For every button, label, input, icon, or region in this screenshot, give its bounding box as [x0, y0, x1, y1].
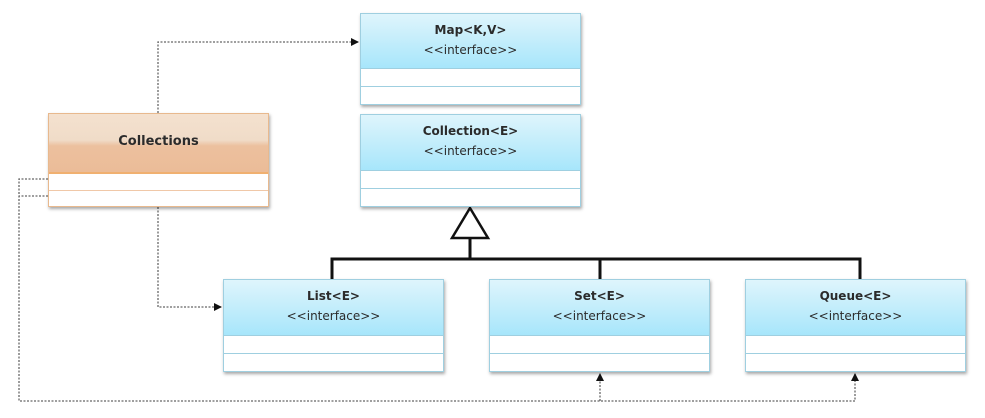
- class-list-attributes: [224, 336, 443, 354]
- class-list[interactable]: List<E> <<interface>>: [223, 279, 444, 372]
- class-queue[interactable]: Queue<E> <<interface>>: [745, 279, 966, 372]
- class-collection-attributes: [361, 171, 580, 189]
- class-map[interactable]: Map<K,V> <<interface>>: [360, 13, 581, 105]
- generalization-bus: [330, 238, 862, 279]
- class-collections[interactable]: Collections: [48, 113, 269, 207]
- class-collections-attributes: [49, 174, 268, 191]
- class-set-operations: [490, 354, 709, 371]
- class-list-name: List<E>: [307, 289, 360, 303]
- class-queue-attributes: [746, 336, 965, 354]
- class-collections-operations: [49, 191, 268, 207]
- dependency-collections-list: [157, 207, 222, 311]
- class-list-stereotype: <<interface>>: [286, 309, 381, 323]
- class-map-stereotype: <<interface>>: [423, 43, 518, 57]
- class-collection-operations: [361, 189, 580, 206]
- class-collection-name: Collection<E>: [422, 124, 519, 138]
- class-queue-name: Queue<E>: [819, 289, 892, 303]
- class-map-operations: [361, 87, 580, 104]
- class-set[interactable]: Set<E> <<interface>>: [489, 279, 710, 372]
- class-set-stereotype: <<interface>>: [552, 309, 647, 323]
- class-queue-stereotype: <<interface>>: [808, 309, 903, 323]
- class-set-name: Set<E>: [574, 289, 625, 303]
- generalization-arrowhead: [449, 205, 491, 240]
- class-collections-name: Collections: [118, 134, 199, 149]
- class-collection[interactable]: Collection<E> <<interface>>: [360, 114, 581, 207]
- class-set-attributes: [490, 336, 709, 354]
- class-map-attributes: [361, 69, 580, 87]
- class-list-operations: [224, 354, 443, 371]
- dependency-collections-map: [157, 38, 359, 113]
- class-collection-stereotype: <<interface>>: [423, 144, 518, 158]
- dependency-collections-set-queue: [18, 178, 859, 402]
- class-queue-operations: [746, 354, 965, 371]
- class-map-name: Map<K,V>: [434, 23, 507, 37]
